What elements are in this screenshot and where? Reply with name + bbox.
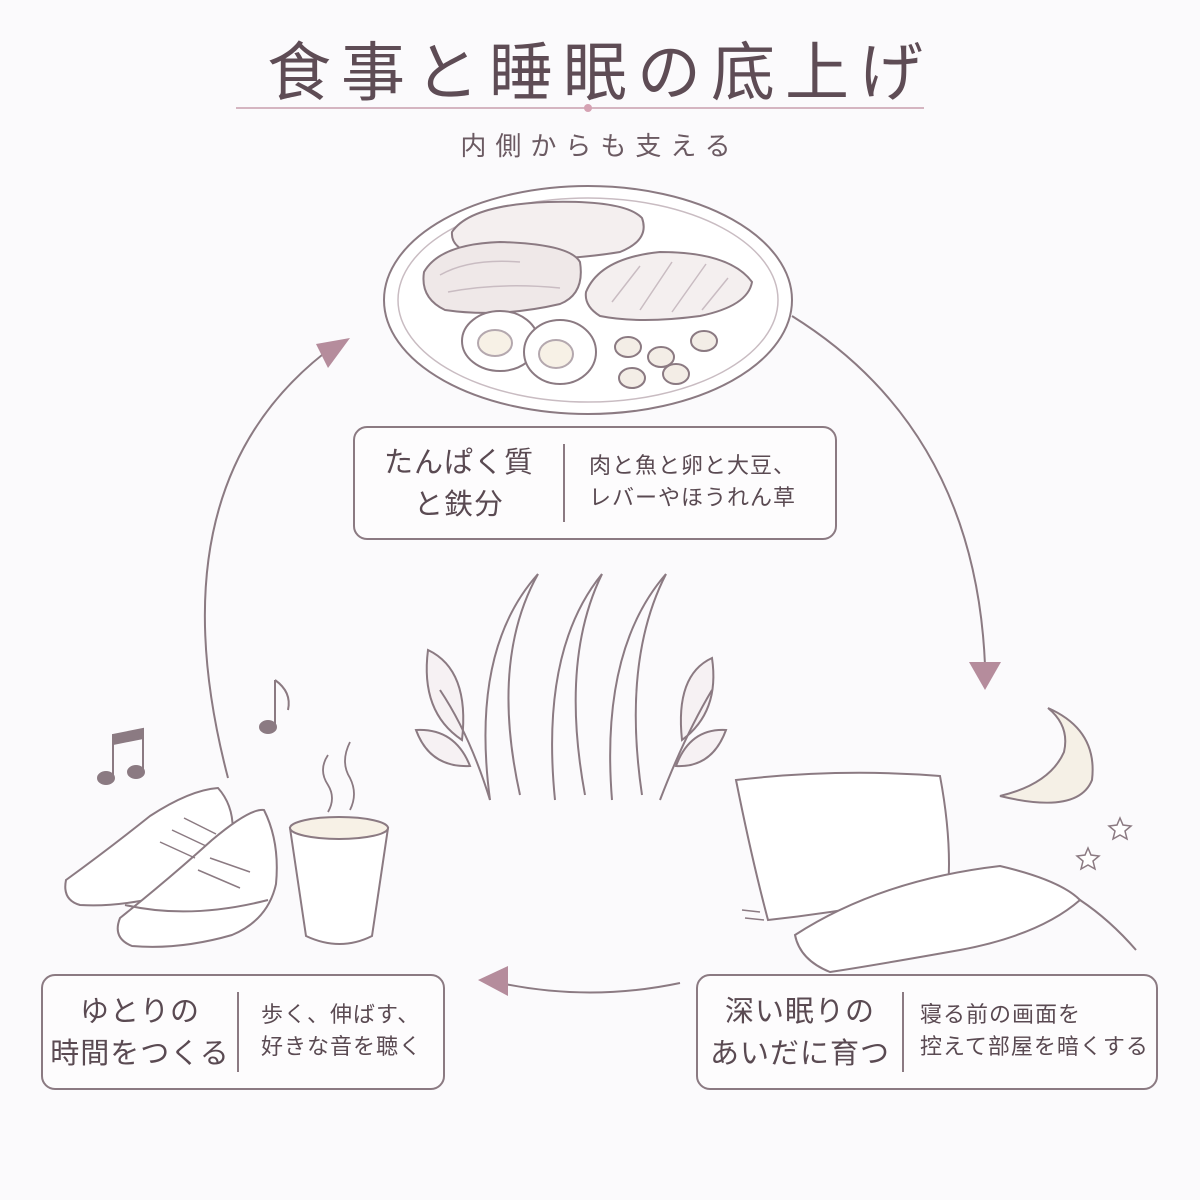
card-food-divider <box>563 444 565 522</box>
card-sleep-heading-line-2: あいだに育つ <box>709 1036 890 1070</box>
tea-cup-icon <box>288 741 390 945</box>
card-food-body-line-1: 肉と魚と卵と大豆、 <box>589 454 797 480</box>
card-relax-body-line-2: 好きな音を聴く <box>261 1035 423 1060</box>
music-note-icon <box>97 679 290 785</box>
arrow-relax-to-food <box>203 344 336 779</box>
card-relax-body: 歩く、伸ばす、 好きな音を聴く <box>239 976 422 1088</box>
card-sleep: 深い眠りの あいだに育つ 寝る前の画面を 控えて部屋を暗くする <box>696 974 1158 1090</box>
moon-icon <box>999 707 1094 804</box>
card-food-heading-line-2: と鉄分 <box>413 487 504 521</box>
card-relax-body-line-1: 歩く、伸ばす、 <box>261 1003 421 1029</box>
hair-strands-icon <box>484 573 667 801</box>
card-sleep-divider <box>902 992 904 1072</box>
title-divider <box>236 104 924 112</box>
card-food: たんぱく質 と鉄分 肉と魚と卵と大豆、 レバーやほうれん草 <box>353 426 837 540</box>
leaf-icon <box>414 648 728 801</box>
arrow-heads <box>316 338 1001 996</box>
sneakers-icon <box>64 786 278 948</box>
card-sleep-body-line-2: 控えて部屋を暗くする <box>920 1035 1149 1060</box>
pillow-icon <box>734 771 1137 974</box>
card-sleep-heading: 深い眠りの あいだに育つ <box>698 976 902 1088</box>
card-sleep-body: 寝る前の画面を 控えて部屋を暗くする <box>904 976 1149 1088</box>
card-relax-heading: ゆとりの 時間をつくる <box>43 976 237 1088</box>
card-food-body-line-2: レバーやほうれん草 <box>589 486 797 511</box>
star-icon <box>1075 816 1133 871</box>
card-sleep-heading-line-1: 深い眠りの <box>724 993 875 1028</box>
card-relax-heading-line-1: ゆとりの <box>79 993 200 1028</box>
card-sleep-body-line-1: 寝る前の画面を <box>920 1003 1082 1029</box>
card-relax-divider <box>237 992 239 1072</box>
card-food-heading-line-1: たんぱく質 <box>383 444 534 479</box>
arrow-food-to-sleep <box>791 315 986 666</box>
card-food-body: 肉と魚と卵と大豆、 レバーやほうれん草 <box>565 428 796 538</box>
cycle-arrows <box>203 315 986 994</box>
card-relax: ゆとりの 時間をつくる 歩く、伸ばす、 好きな音を聴く <box>41 974 445 1090</box>
page-title: 食事と睡眠の底上げ <box>267 37 933 111</box>
arrow-sleep-to-relax <box>499 982 681 994</box>
plate-icon <box>383 185 793 415</box>
card-relax-heading-line-2: 時間をつくる <box>50 1036 230 1070</box>
page-subtitle: 内側からも支える <box>460 132 740 162</box>
card-food-heading: たんぱく質 と鉄分 <box>355 428 563 538</box>
